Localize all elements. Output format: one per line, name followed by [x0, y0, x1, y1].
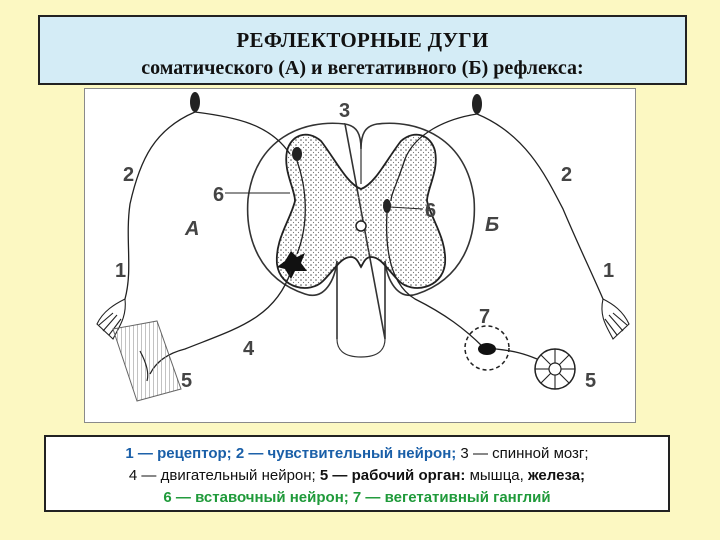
- spinal-cord-outline: [246, 122, 476, 340]
- label-7: 7: [479, 306, 490, 328]
- legend-receptor-sensory: 1 — рецептор; 2 — чувствительный нейрон;: [125, 445, 457, 462]
- diagram-svg: 1 2 3 4 5 6 А 6 Б 2 1 7 5: [96, 92, 630, 402]
- label-1-right: 1: [603, 260, 614, 282]
- label-6-right: 6: [425, 200, 436, 222]
- label-arc-a: А: [184, 218, 199, 240]
- legend-spinal-cord: 3 — спинной мозг;: [456, 445, 589, 462]
- central-canal: [355, 220, 367, 232]
- label-arc-b: Б: [485, 214, 499, 236]
- sensory-ganglion-right: [472, 94, 482, 114]
- sensory-ganglion-left: [190, 92, 200, 112]
- legend-box: 1 — рецептор; 2 — чувствительный нейрон;…: [44, 435, 670, 512]
- label-2-left: 2: [123, 164, 134, 186]
- label-5-right: 5: [585, 370, 596, 392]
- label-2-right: 2: [561, 164, 572, 186]
- legend-working-organ: 5 — рабочий орган:: [319, 467, 466, 484]
- sensory-neuron-left: [124, 111, 196, 300]
- legend-line-2: 4 — двигательный нейрон; 5 — рабочий орг…: [46, 465, 668, 487]
- interneuron-left: [292, 147, 302, 161]
- legend-line-3: 6 — вставочный нейрон; 7 — вегетативный …: [163, 489, 551, 506]
- sensory-neuron-right: [476, 113, 604, 300]
- interneuron-right: [383, 199, 391, 213]
- receptor-right: [601, 298, 630, 340]
- label-6-left: 6: [213, 184, 224, 206]
- label-4: 4: [243, 338, 255, 360]
- title-box: РЕФЛЕКТОРНЫЕ ДУГИ соматического (А) и ве…: [38, 15, 687, 85]
- legend-gland: железа;: [528, 467, 586, 484]
- muscle-organ: [112, 320, 182, 402]
- title-line-2: соматического (А) и вегетативного (Б) ре…: [141, 57, 584, 79]
- grey-matter: [276, 133, 446, 289]
- label-3: 3: [339, 100, 350, 122]
- label-1-left: 1: [115, 260, 126, 282]
- motor-neuron-left: [277, 251, 307, 279]
- legend-line-1: 1 — рецептор; 2 — чувствительный нейрон;…: [46, 443, 668, 465]
- reflex-arc-diagram: 1 2 3 4 5 6 А 6 Б 2 1 7 5: [84, 88, 636, 423]
- label-5-left: 5: [181, 370, 192, 392]
- legend-motor-neuron: 4 — двигательный нейрон;: [128, 467, 320, 484]
- title-line-1: РЕФЛЕКТОРНЫЕ ДУГИ: [236, 28, 489, 52]
- vegetative-ganglion: [464, 325, 510, 371]
- legend-muscle: мышца,: [465, 467, 528, 484]
